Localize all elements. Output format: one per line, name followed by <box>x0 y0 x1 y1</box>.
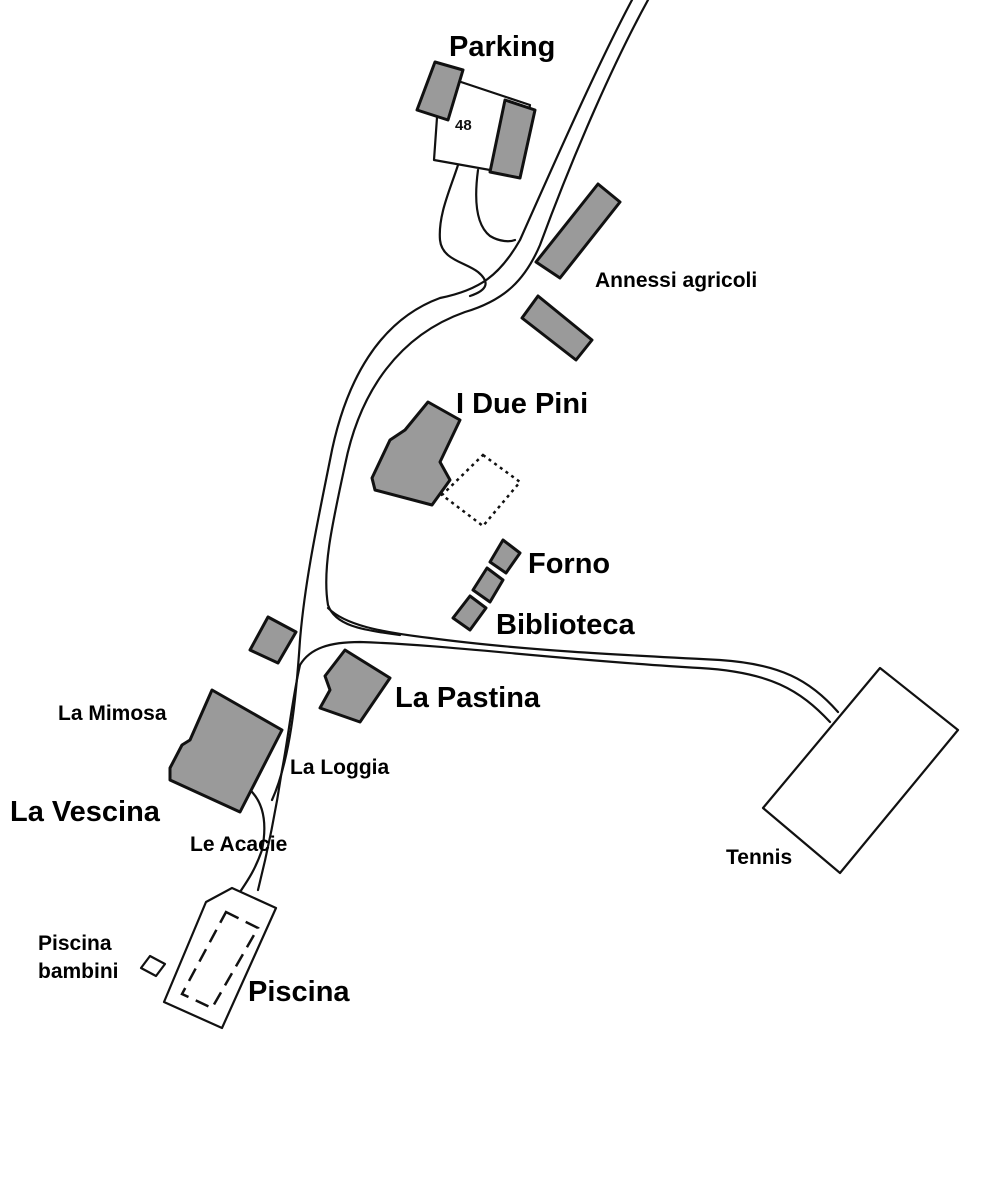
parking-access-west <box>438 163 487 298</box>
parking-shed-east <box>488 98 537 180</box>
biblioteca-building-1 <box>471 566 505 604</box>
tennis-court <box>761 666 960 875</box>
roads <box>238 0 840 894</box>
biblioteca-building-2 <box>451 594 488 632</box>
tennis-label: Tennis <box>726 846 793 869</box>
piscina-bambini-pool <box>139 954 167 978</box>
annessi-building-1 <box>534 182 622 280</box>
annessi-label: Annessi agricoli <box>595 269 758 292</box>
piscina-pool <box>180 910 260 1010</box>
le-acacie-label: Le Acacie <box>190 833 288 856</box>
piscina-bambini-label-line1: Piscina <box>38 932 112 955</box>
la-vescina-building <box>168 688 284 814</box>
la-pastina-label: La Pastina <box>395 682 541 714</box>
la-loggia-label: La Loggia <box>290 756 390 779</box>
la-mimosa-label: La Mimosa <box>58 702 167 725</box>
due-pini-terrace <box>440 453 522 528</box>
south-road-west-edge <box>238 786 266 894</box>
parking-shed-west <box>415 60 465 122</box>
annessi-building-2 <box>520 294 594 362</box>
piscina-bambini-label-line2: bambini <box>38 960 119 983</box>
parking-access-east <box>475 168 517 243</box>
forno-label: Forno <box>528 548 611 580</box>
biblioteca-label: Biblioteca <box>496 609 635 641</box>
small-building <box>248 615 298 665</box>
la-pastina-building <box>318 648 392 724</box>
due-pini-building <box>370 400 462 507</box>
main-road-east-edge <box>325 0 650 637</box>
south-road-east-edge <box>256 663 302 892</box>
tennis-road-north-edge <box>326 606 840 714</box>
due-pini-label: I Due Pini <box>456 388 589 420</box>
piscina-area <box>139 886 278 1030</box>
parking-area <box>415 60 537 180</box>
tennis-road-south-edge <box>298 640 832 724</box>
main-road-west-edge <box>270 0 634 802</box>
parking-number: 48 <box>455 117 472 134</box>
la-vescina-label: La Vescina <box>10 796 160 828</box>
piscina-label: Piscina <box>248 976 350 1008</box>
forno-building <box>488 538 522 575</box>
parking-label: Parking <box>449 31 556 63</box>
